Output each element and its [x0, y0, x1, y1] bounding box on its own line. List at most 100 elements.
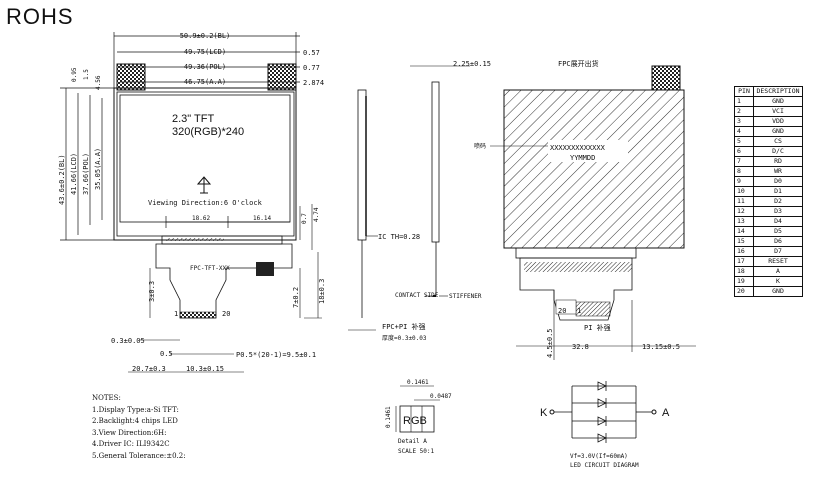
- pin-description: RESET: [753, 256, 803, 267]
- back-view-title: FPC展开出货: [558, 59, 599, 68]
- dim-height-pol: 37.66(POL): [82, 153, 90, 195]
- pin-number: 15: [734, 236, 754, 247]
- pin-number: 8: [734, 166, 754, 177]
- backlight-hatch: [503, 89, 685, 249]
- display-type-label: 2.3" TFT: [172, 113, 214, 125]
- dim-0-77: 0.77: [303, 64, 320, 72]
- dim-height-bl: 43.6±0.2(BL): [58, 154, 66, 205]
- pin-number: 13: [734, 216, 754, 227]
- dim-10-3: 10.3±0.15: [186, 365, 224, 373]
- back-corner-tab: [651, 65, 681, 91]
- pin-number: 1: [734, 96, 754, 107]
- pin-description: GND: [753, 126, 803, 137]
- pin-description: D5: [753, 226, 803, 237]
- pin-number: 5: [734, 136, 754, 147]
- pin-number: 9: [734, 176, 754, 187]
- led-diode-icon: [597, 398, 607, 408]
- print-code-tag: 喷码: [474, 142, 486, 150]
- fpc-pi-label: FPC+PI 补强: [382, 322, 426, 331]
- viewing-direction-label: Viewing Direction:6 O'clock: [148, 199, 263, 207]
- dim-4-5: 4.5±0.5: [546, 328, 554, 358]
- led-vf: Vf=3.0V(If=60mA): [570, 453, 628, 460]
- note-item: 1.Display Type:a-Si TFT:: [92, 405, 179, 414]
- led-k-label: K: [540, 407, 548, 419]
- pin-description: A: [753, 266, 803, 277]
- pin-description: D3: [753, 206, 803, 217]
- pin-description: GND: [753, 96, 803, 107]
- pin-table-header: PIN DESCRIPTION: [734, 86, 803, 97]
- contact-side-label: CONTACT SIDE: [395, 292, 439, 299]
- back-pin-1: 1: [577, 307, 581, 315]
- ic-thickness-label: IC TH=0.28: [378, 233, 420, 241]
- dim-16-14: 16.14: [253, 215, 271, 222]
- dim-outline-width: 50.9±0.2(BL): [180, 32, 231, 40]
- pin-description: GND: [753, 286, 803, 297]
- pin-description: D7: [753, 246, 803, 257]
- back-fpc-band: [524, 262, 632, 272]
- viewing-arrow-icon: [196, 176, 212, 194]
- dim-lcd-width: 49.75(LCD): [184, 48, 226, 56]
- corner-tab-left: [116, 63, 146, 91]
- dim-7: 7±0.2: [292, 287, 300, 308]
- back-pin-20: 20: [558, 307, 566, 315]
- dim-18-62: 18.62: [192, 215, 210, 222]
- description-header: DESCRIPTION: [753, 86, 803, 97]
- print-code-line2: YYMMDD: [570, 154, 595, 162]
- pin-description: D0: [753, 176, 803, 187]
- side-view: IC TH=0.28 2.25±0.15 CONTACT SIDE STIFFE…: [348, 60, 491, 342]
- dim-18: 18±0.3: [318, 279, 326, 304]
- pin-description: VCI: [753, 106, 803, 117]
- pin-number: 19: [734, 276, 754, 287]
- front-pin-20: 20: [222, 310, 230, 318]
- pin-number: 10: [734, 186, 754, 197]
- side-profile: [357, 89, 367, 241]
- fpc-component: [256, 262, 274, 276]
- pin-number: 20: [734, 286, 754, 297]
- notes-title: NOTES:: [92, 394, 121, 402]
- back-fpc: [519, 257, 633, 321]
- dim-2-25: 2.25±0.15: [453, 60, 491, 68]
- dim-0-7: 0.7: [301, 213, 308, 224]
- pin-description: D1: [753, 186, 803, 197]
- thickness-label: 厚度=0.3±0.03: [382, 334, 427, 342]
- pin-number: 4: [734, 126, 754, 137]
- dim-20-7: 20.7±0.3: [132, 365, 166, 373]
- led-diode-icon: [597, 433, 607, 443]
- note-item: 5.General Tolerance:±0.2:: [92, 451, 186, 460]
- dim-0-0487: 0.0487: [430, 393, 452, 400]
- pin-number: 14: [734, 226, 754, 237]
- fpc-tail: [155, 243, 293, 319]
- pin-description: K: [753, 276, 803, 287]
- pin-description: D4: [753, 216, 803, 227]
- pin-number: 11: [734, 196, 754, 207]
- back-view: FPC展开出货 喷码 XXXXXXXXXXXXX YYMMDD 20 1 PI …: [474, 59, 696, 360]
- corner-tab-right: [267, 63, 297, 91]
- pin-number: 16: [734, 246, 754, 257]
- dim-0-95: 0.95: [71, 67, 78, 82]
- pin-description: D2: [753, 196, 803, 207]
- display-resolution-label: 320(RGB)*240: [172, 126, 244, 138]
- pin-number: 12: [734, 206, 754, 217]
- dim-0-5: 0.5: [160, 350, 173, 358]
- rgb-pixel: [399, 405, 435, 433]
- dim-2-874: 2.874: [303, 79, 324, 87]
- dim-13-15: 13.15±0.5: [642, 343, 680, 351]
- dim-3: 3±0.3: [148, 281, 156, 302]
- led-a-label: A: [662, 407, 670, 419]
- led-caption: LED CIRCUIT DIAGRAM: [570, 462, 639, 469]
- note-item: 2.Backlight:4 chips LED: [92, 417, 178, 425]
